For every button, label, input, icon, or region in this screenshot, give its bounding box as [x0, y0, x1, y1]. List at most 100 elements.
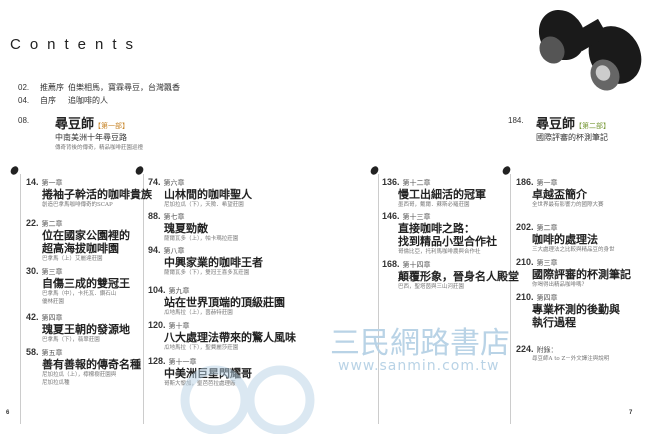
toc-entry[interactable]: 186.第一章卓越盃簡介全世界最有影響力的國際大賽 — [516, 177, 645, 209]
toc-entry[interactable]: 88.第七章瑰夏勁敵薩爾瓦多（上），帕卡瑪拉莊園 — [148, 211, 328, 243]
chapter-title: 國際評審的杯測筆記 — [532, 268, 631, 281]
chapter-label: 第十章 — [168, 322, 190, 330]
chapter-label: 第三章 — [41, 268, 63, 276]
chapter-subtitle: 巴西，聖塔茵與三山河莊園 — [398, 284, 465, 290]
page-number: 30. — [26, 266, 39, 276]
toc-entry[interactable]: 14.第一章捲袖子幹活的咖啡貴族創造巴拿馬咖啡傳奇的SCAP — [26, 177, 206, 209]
entry-head: 74.第六章 — [148, 177, 328, 188]
chapter-label: 第四章 — [41, 314, 63, 322]
watermark-text: 三民網路書店 — [330, 326, 510, 361]
entry-head: 30.第三章 — [26, 266, 206, 277]
chapter-subtitle: 尋豆師A to Z－外文譯注與說明 — [532, 356, 610, 362]
page-number: 186. — [516, 177, 534, 187]
toc-entry[interactable]: 210.第三章國際評審的杯測筆記你喝得出精品咖啡嗎？ — [516, 257, 645, 289]
chapter-title: 專業杯測的後勤與 執行過程 — [532, 303, 620, 329]
contents-heading: Contents — [10, 36, 143, 53]
entry-head: 224.附錄： — [516, 344, 645, 355]
divider — [510, 174, 511, 424]
chapter-title: 位在國家公園裡的 超高海拔咖啡園 — [42, 229, 130, 255]
chapter-title: 咖啡的處理法 — [532, 233, 598, 246]
part-two[interactable]: 184.尋豆師【第二部】 國際評審的杯測筆記 — [508, 116, 611, 142]
page-number: 224. — [516, 344, 534, 354]
chapter-subtitle: 瓜地馬拉（上），茵赫特莊園 — [164, 310, 233, 316]
chapter-subtitle: 巴拿馬（上）艾麗達莊園 — [42, 256, 103, 262]
entry-head: 210.第四章 — [516, 292, 645, 303]
toc-entry[interactable]: 168.第十四章顛覆形象，晉身名人殿堂巴西，聖塔茵與三山河莊園 — [382, 259, 562, 291]
page-number: 58. — [26, 347, 39, 357]
watermark-url: www.sanmin.com.tw — [338, 358, 500, 374]
toc-entry[interactable]: 120.第十章八大處理法帶來的驚人風味瓜地馬拉（下），聖費麗莎莊園 — [148, 320, 328, 352]
entry-head: 168.第十四章 — [382, 259, 562, 270]
page-number: 210. — [516, 292, 534, 302]
entry-head: 136.第十二章 — [382, 177, 562, 188]
chapter-title: 瑰夏勁敵 — [164, 222, 208, 235]
entry-head: 202.第二章 — [516, 222, 645, 233]
toc-entry[interactable]: 74.第六章山林間的咖啡聖人尼加拉瓜（下），天險．希望莊園 — [148, 177, 328, 209]
chapter-title: 慢工出細活的冠軍 — [398, 188, 486, 201]
entry-head: 210.第三章 — [516, 257, 645, 268]
toc-entry[interactable]: 58.第五章善有善報的傳奇名種尼加拉瓜（上），檸檬樹莊園與 尼加拉瓜種 — [26, 347, 206, 387]
chapter-title: 直接咖啡之路： 找到精品小型合作社 — [398, 222, 497, 248]
chapter-label: 第一章 — [41, 179, 63, 187]
toc-entry[interactable]: 30.第三章自傷三成的雙冠王巴拿馬（中），卡托瓦．鑽石山 優林莊園 — [26, 266, 206, 306]
chapter-subtitle: 尼加拉瓜（上），檸檬樹莊園與 尼加拉瓜種 — [42, 372, 117, 386]
page-number-right: 7 — [629, 410, 633, 416]
entry-head: 186.第一章 — [516, 177, 645, 188]
chapter-label: 第二章 — [41, 220, 63, 228]
chapter-subtitle: 巴拿馬（下），翡翠莊園 — [42, 337, 100, 343]
divider — [143, 174, 144, 424]
coffee-bean-icon — [9, 164, 20, 177]
page-number-left: 6 — [6, 410, 10, 416]
front-item[interactable]: 04.自序追咖啡的人 — [18, 96, 108, 105]
toc-entry[interactable]: 136.第十二章慢工出細活的冠軍墨西哥，戴爾．蘇斯必羅莊園 — [382, 177, 562, 209]
entry-head: 94.第八章 — [148, 245, 328, 256]
page-number: 42. — [26, 312, 39, 322]
entry-head: 58.第五章 — [26, 347, 206, 358]
toc-entry[interactable]: 42.第四章瑰夏王朝的發源地巴拿馬（下），翡翠莊園 — [26, 312, 206, 344]
chapter-label: 第十一章 — [168, 358, 197, 366]
chapter-title: 八大處理法帶來的驚人風味 — [164, 331, 296, 344]
front-item[interactable]: 02.推薦序伯樂相馬，寶霖尋豆，台灣飄香 — [18, 83, 180, 92]
entry-head: 42.第四章 — [26, 312, 206, 323]
entry-head: 120.第十章 — [148, 320, 328, 331]
toc-entry[interactable]: 202.第二章咖啡的處理法三大處理法之比較與精品豆的身世 — [516, 222, 645, 254]
chapter-title: 顛覆形象，晉身名人殿堂 — [398, 270, 519, 283]
page-number: 202. — [516, 222, 534, 232]
toc-entry[interactable]: 22.第二章位在國家公園裡的 超高海拔咖啡園巴拿馬（上）艾麗達莊園 — [26, 218, 206, 263]
part-one[interactable]: 08.尋豆師【第一部】 中南美洲十年尋豆路 傳奇背後的傳奇，精品咖啡莊園巡禮 — [18, 116, 144, 151]
entry-head: 146.第十三章 — [382, 211, 562, 222]
page-number: 120. — [148, 320, 166, 330]
chapter-title: 自傷三成的雙冠王 — [42, 277, 130, 290]
chapter-title: 站在世界頂端的頂級莊園 — [164, 296, 285, 309]
chapter-label: 第十四章 — [402, 261, 431, 269]
chapter-title: 瑰夏王朝的發源地 — [42, 323, 130, 336]
entry-head: 128.第十一章 — [148, 356, 328, 367]
page-number: 136. — [382, 177, 400, 187]
toc-entry[interactable]: 104.第九章站在世界頂端的頂級莊園瓜地馬拉（上），茵赫特莊園 — [148, 285, 328, 317]
chapter-subtitle: 薩爾瓦多（下），雙冠王喜多瓦莊園 — [164, 270, 250, 276]
chapter-subtitle: 全世界最有影響力的國際大賽 — [532, 202, 604, 208]
page-number: 14. — [26, 177, 39, 187]
chapter-label: 第四章 — [536, 294, 558, 302]
chapter-label: 第五章 — [41, 349, 63, 357]
chapter-subtitle: 墨西哥，戴爾．蘇斯必羅莊園 — [398, 202, 470, 208]
toc-entry[interactable]: 94.第八章中興家業的咖啡王者薩爾瓦多（下），雙冠王喜多瓦莊園 — [148, 245, 328, 277]
chapter-label: 第八章 — [163, 247, 185, 255]
chapter-label: 附錄： — [536, 346, 558, 354]
page-number: 168. — [382, 259, 400, 269]
chapter-title: 卓越盃簡介 — [532, 188, 587, 201]
chapter-label: 第十二章 — [402, 179, 431, 187]
watermark-logo — [180, 365, 315, 434]
page-number: 88. — [148, 211, 161, 221]
page-number: 146. — [382, 211, 400, 221]
toc-entry[interactable]: 210.第四章專業杯測的後勤與 執行過程 — [516, 292, 645, 329]
chapter-label: 第二章 — [536, 224, 558, 232]
page-number: 94. — [148, 245, 161, 255]
entry-head: 22.第二章 — [26, 218, 206, 229]
entry-head: 14.第一章 — [26, 177, 206, 188]
toc-entry[interactable]: 224.附錄：尋豆師A to Z－外文譯注與說明 — [516, 344, 645, 363]
toc-entry[interactable]: 146.第十三章直接咖啡之路： 找到精品小型合作社哥倫比亞，托利馬咖啡農與合作社 — [382, 211, 562, 256]
chapter-label: 第十三章 — [402, 213, 431, 221]
chapter-subtitle: 尼加拉瓜（下），天險．希望莊園 — [164, 202, 244, 208]
chapter-title: 捲袖子幹活的咖啡貴族 — [42, 188, 152, 201]
